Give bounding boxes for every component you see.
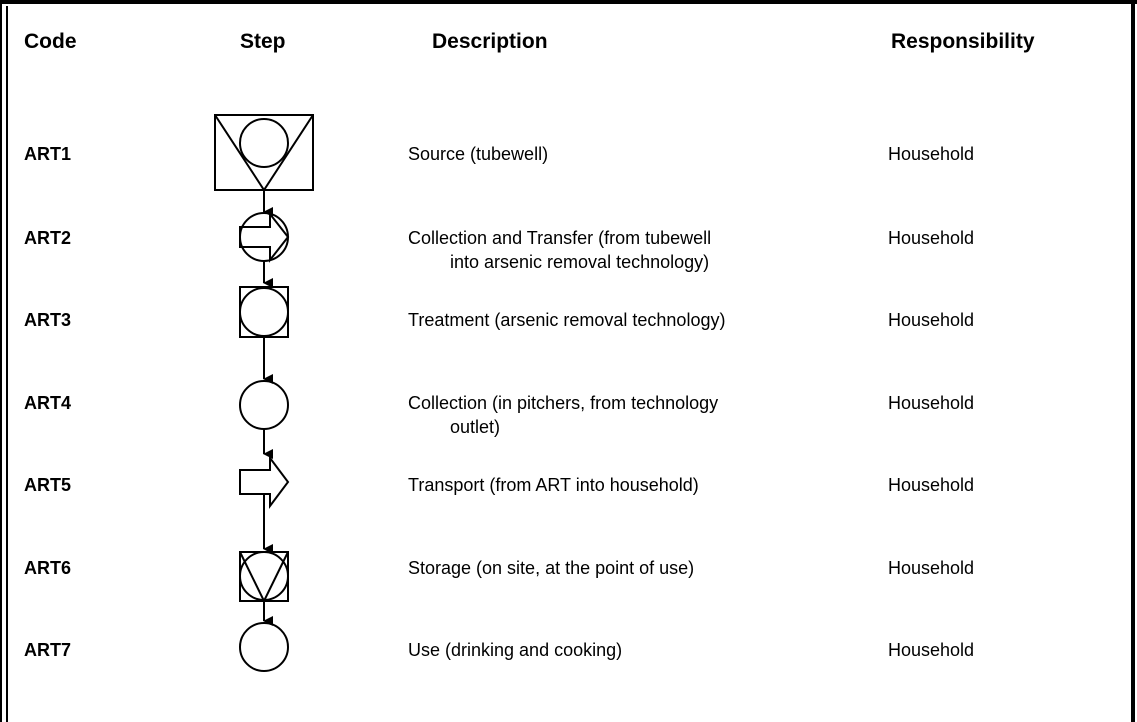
transport-symbol [239,455,290,509]
row-description: Use (drinking and cooking) [408,638,622,662]
row-description-text: Use (drinking and cooking) [408,640,623,660]
collection-transfer-symbol [239,211,290,263]
row-description: Collection and Transfer (from tubewell i… [408,226,711,274]
row-code: ART7 [24,640,72,660]
header-responsibility: Responsibility [891,30,1035,53]
row-description-text: Treatment (arsenic removal technology) [408,310,726,330]
row-responsibility: Household [888,310,975,330]
frame-left-border-inner [6,6,8,722]
row-description: Treatment (arsenic removal technology) [408,308,725,332]
row-description-text: Source (tubewell) [408,144,549,164]
row-description: Storage (on site, at the point of use) [408,556,694,580]
row-description-continuation: outlet) [450,417,501,437]
header-step: Step [240,30,286,53]
header-description: Description [432,30,548,53]
row-description-text: Storage (on site, at the point of use) [408,558,695,578]
row-code: ART6 [24,558,72,578]
storage-symbol [239,551,289,604]
treatment-symbol [239,286,289,338]
row-code: ART1 [24,144,72,164]
row-responsibility: Household [888,228,975,248]
row-description-text: Collection and Transfer (from tubewell [408,228,712,248]
row-responsibility: Household [888,558,975,578]
frame-top-border [0,0,1137,4]
row-description: Transport (from ART into household) [408,473,699,497]
frame-right-border [1131,0,1135,722]
source-symbol [214,114,314,192]
row-responsibility: Household [888,475,975,495]
row-code: ART5 [24,475,72,495]
row-code: ART3 [24,310,72,330]
row-description: Collection (in pitchers, from technology… [408,391,718,439]
row-responsibility: Household [888,393,975,413]
frame-left-border-outer [0,0,2,722]
row-code: ART2 [24,228,72,248]
row-description-text: Transport (from ART into household) [408,475,699,495]
row-description-continuation: into arsenic removal technology) [450,252,710,272]
row-responsibility: Household [888,144,975,164]
collection-symbol [239,380,289,430]
row-responsibility: Household [888,640,975,660]
header-code: Code [24,30,77,53]
row-description-text: Collection (in pitchers, from technology [408,393,719,413]
row-description: Source (tubewell) [408,142,548,166]
row-code: ART4 [24,393,72,413]
use-symbol [239,622,289,672]
